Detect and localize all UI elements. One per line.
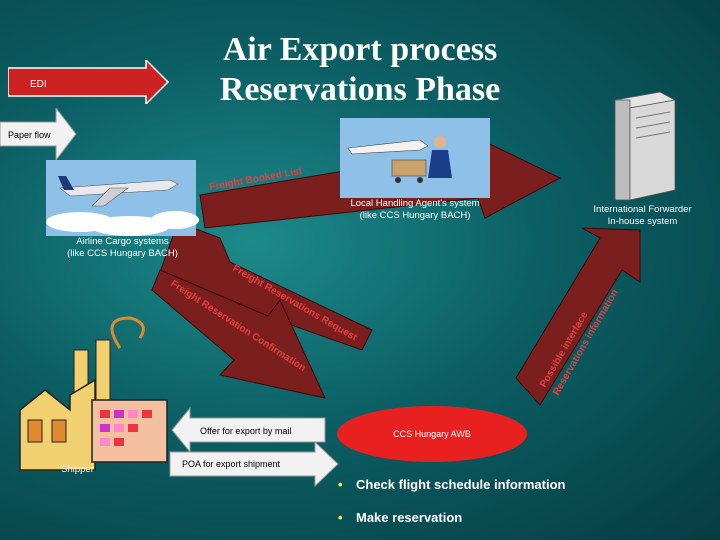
handling-agent-line-2: (like CCS Hungary BACH) — [359, 210, 471, 221]
ground-handling-picture — [340, 118, 490, 198]
title-line-1: Air Export process — [222, 31, 498, 68]
offer-for-export-arrow: Offer for export by mail — [171, 406, 326, 454]
handling-agent-label: Local Handling Agent's system (like CCS … — [330, 198, 500, 222]
forwarder-server-picture — [613, 91, 677, 201]
handling-agent-line-1: Local Handling Agent's system — [350, 198, 480, 209]
ccs-awb-label: CCS Hungary AWB — [393, 429, 471, 439]
airline-line-2: (like CCS Hungary BACH) — [67, 248, 178, 259]
edi-label: EDI — [30, 79, 47, 90]
bullet-check-flight: • Check flight schedule information — [338, 477, 565, 492]
title-line-2: Reservations Phase — [219, 71, 501, 108]
paper-flow-label: Paper flow — [8, 130, 51, 140]
bullet-make-reservation: • Make reservation — [338, 510, 462, 525]
edi-legend-arrow: EDI — [8, 60, 170, 104]
airline-label: Airline Cargo systems (like CCS Hungary … — [40, 236, 205, 260]
forwarder-label: International Forwarder In-house system — [570, 204, 715, 228]
possible-interface-arrow: Possible interface Reservations informat… — [515, 227, 641, 406]
forwarder-line-2: In-house system — [607, 216, 678, 227]
airline-plane-picture — [46, 160, 199, 236]
bullet-text: Make reservation — [356, 510, 463, 525]
poa-label: POA for export shipment — [182, 459, 281, 469]
page-title: Air Export process Reservations Phase — [150, 30, 570, 110]
shipper-factory-picture — [19, 316, 168, 471]
ccs-awb-node: CCS Hungary AWB — [337, 406, 527, 462]
offer-for-export-label: Offer for export by mail — [200, 426, 291, 436]
paper-flow-legend-arrow: Paper flow — [0, 108, 77, 160]
forwarder-line-1: International Forwarder — [593, 204, 692, 215]
bullet-marker: • — [338, 477, 343, 492]
airline-line-1: Airline Cargo systems — [76, 236, 169, 247]
poa-arrow: POA for export shipment — [169, 440, 339, 488]
shipper-label: Shipper — [61, 464, 94, 475]
bullet-text: Check flight schedule information — [356, 477, 566, 492]
bullet-marker: • — [338, 510, 343, 525]
